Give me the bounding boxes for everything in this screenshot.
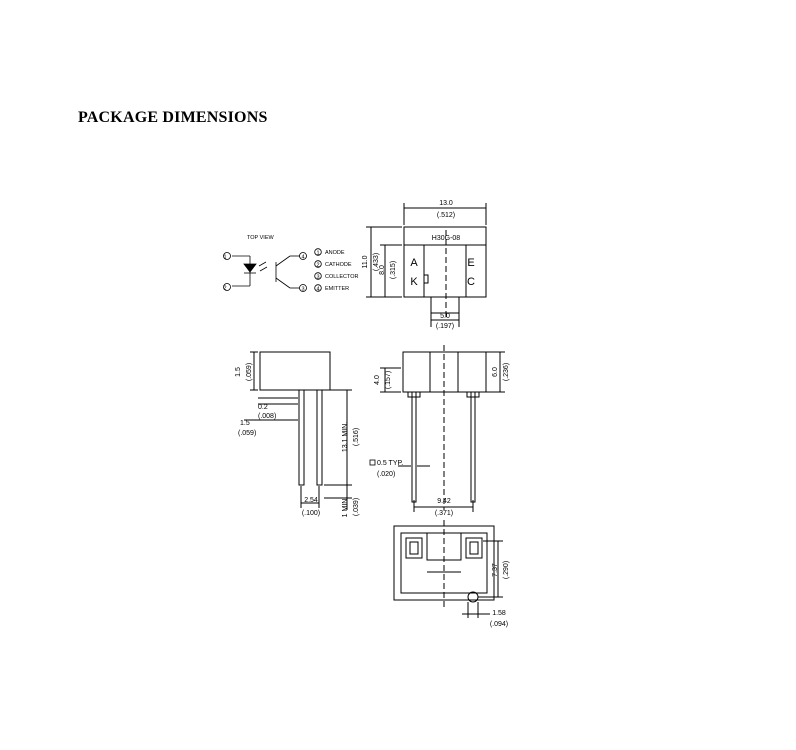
top-height-mm: 11.0 <box>362 255 369 268</box>
pitch-mm: 2.54 <box>304 497 318 504</box>
inner-height-mm: 8.0 <box>379 265 386 275</box>
slot-width-mm: 5.0 <box>440 313 450 320</box>
pin-number-4: 4 <box>301 255 304 261</box>
legend-number-3: 3 <box>316 275 319 281</box>
front-view-outline <box>380 345 505 512</box>
lead-width-mm: 1.5 <box>240 420 250 427</box>
slot-width-in: (.197) <box>436 323 454 330</box>
top-width-in: (.512) <box>437 212 455 219</box>
top-height-in: (.433) <box>373 253 380 271</box>
hole-mm: 1.58 <box>492 610 506 617</box>
pin-name-collector: COLLECTOR <box>325 274 359 280</box>
page-heading: PACKAGE DIMENSIONS <box>78 109 268 126</box>
pin-number-3: 3 <box>301 287 304 293</box>
front-height2-mm: 6.0 <box>492 367 499 377</box>
bottom-view-outline <box>393 520 503 618</box>
lead-thickness-in: (.008) <box>258 413 276 420</box>
lead-span-in: (.371) <box>435 510 453 517</box>
pin-number-2: 2 <box>223 286 226 292</box>
front-height-in: (.157) <box>385 371 392 389</box>
lead-square-in: (.020) <box>377 471 395 478</box>
square-lead-symbol <box>369 459 376 466</box>
legend-number-2: 2 <box>316 263 319 269</box>
front-height-mm: 4.0 <box>374 375 381 385</box>
body-height-in: (.059) <box>246 363 253 381</box>
body-height-mm: 1.5 <box>235 367 242 377</box>
label-e: E <box>467 257 474 269</box>
pin-number-1: 1 <box>223 255 226 261</box>
pin-name-emitter: EMITTER <box>325 286 349 292</box>
top-width-mm: 13.0 <box>439 200 453 207</box>
lead-length-mm: 13.1 MIN. <box>342 422 349 452</box>
bottom-depth-mm: 7.37 <box>492 563 499 577</box>
bottom-depth-in: (.290) <box>503 561 510 579</box>
schematic-diagram <box>223 248 322 292</box>
schematic-title: TOP VIEW <box>247 235 275 241</box>
front-height2-in: (.236) <box>503 363 510 381</box>
pitch-in: (.100) <box>302 510 320 517</box>
legend-number-4: 4 <box>316 287 319 293</box>
lead-length-in: (.516) <box>353 428 360 446</box>
inner-height-in: (.315) <box>390 261 397 279</box>
label-c: C <box>467 276 475 288</box>
top-view-outline <box>366 203 487 327</box>
legend-number-1: 1 <box>316 251 319 257</box>
part-number: H30G-08 <box>432 235 461 242</box>
standoff-mm: 1 MIN. <box>342 497 349 518</box>
label-a: A <box>410 257 418 269</box>
pin-name-cathode: CATHODE <box>325 262 352 268</box>
side-view-outline <box>244 351 352 510</box>
hole-in: (.094) <box>490 621 508 628</box>
lead-span-mm: 9.42 <box>437 498 451 505</box>
lead-width-in: (.059) <box>238 430 256 437</box>
standoff-in: (.039) <box>353 498 360 516</box>
lead-square-mm: 0.5 TYP. <box>377 460 403 467</box>
lead-thickness-mm: 0.2 <box>258 404 268 411</box>
label-k: K <box>410 276 418 288</box>
pin-name-anode: ANODE <box>325 250 345 256</box>
